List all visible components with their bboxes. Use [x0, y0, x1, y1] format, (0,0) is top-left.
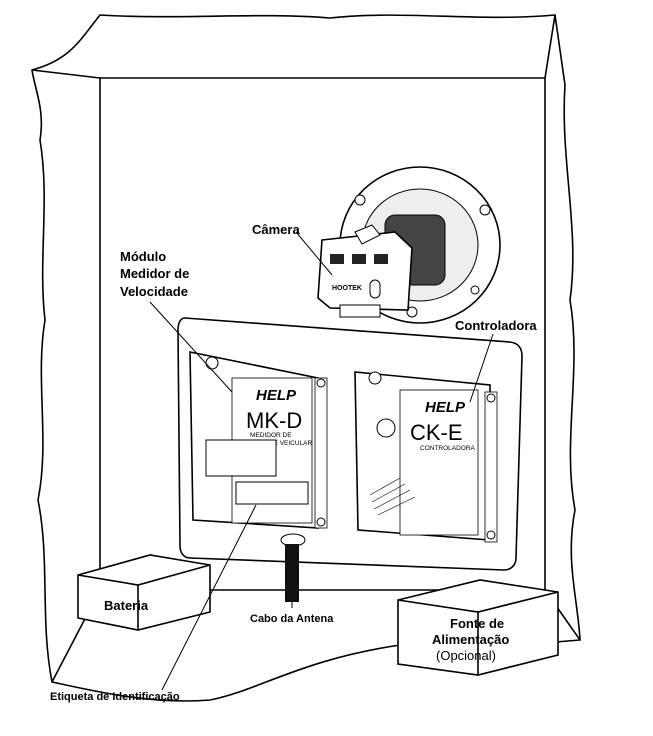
label-speed-module-line1: Módulo: [120, 249, 166, 264]
cke-led: [376, 418, 396, 438]
mkd-desc-line1: MEDIDOR DE: [250, 432, 292, 439]
label-camera: Câmera: [252, 222, 300, 237]
flange-screw-3: [406, 306, 418, 318]
label-power-supply-line3: (Opcional): [436, 648, 496, 663]
antenna-cable: [280, 533, 306, 602]
mkd-hinge-screw-bottom: [316, 517, 326, 527]
cke-hinge: [484, 391, 498, 543]
cke-module: HELP CK-E CONTROLADORA: [354, 371, 498, 543]
camera-port-1: [330, 254, 344, 264]
callout-camera: [295, 231, 333, 276]
callout-lines: [149, 231, 494, 691]
flange-screw-2: [479, 204, 491, 216]
cke-vent-grille: [369, 477, 416, 516]
label-power-supply-line2: Alimentação: [432, 632, 509, 647]
mkd-screw-top: [205, 356, 219, 370]
mkd-brand: HELP: [256, 387, 297, 404]
mkd-model: MK-D: [246, 408, 302, 433]
camera-port-3: [374, 254, 388, 264]
callout-id-label: [161, 504, 257, 691]
label-id-label: Etiqueta de Identificação: [50, 691, 180, 703]
mkd-id-label: [235, 481, 309, 505]
camera-brand: HOOTEK: [332, 285, 362, 292]
cke-hinge-screw-top: [486, 393, 496, 403]
battery-box: [77, 554, 211, 631]
cke-screw-top: [368, 371, 382, 385]
cke-brand: HELP: [425, 399, 466, 416]
cke-hinge-screw-bottom: [486, 530, 496, 540]
cke-desc: CONTROLADORA: [420, 445, 476, 452]
label-speed-module-line2: Medidor de: [120, 266, 189, 281]
label-power-supply-line1: Fonte de: [450, 616, 504, 631]
camera: HOOTEK: [317, 166, 501, 324]
mkd-hinge-screw-top: [316, 378, 326, 388]
camera-connector: [354, 224, 381, 245]
label-antenna-cable: Cabo da Antena: [250, 613, 334, 625]
callout-speed-module: [149, 301, 233, 393]
callout-controller: [469, 333, 494, 403]
label-speed-module-line3: Velocidade: [120, 284, 188, 299]
label-controller: Controladora: [455, 318, 537, 333]
camera-button: [369, 279, 381, 299]
power-supply-box: [397, 579, 559, 676]
label-battery: Bateria: [104, 598, 149, 613]
cke-model: CK-E: [410, 420, 463, 445]
cabinet-edge-top-left: [31, 69, 101, 79]
cke-face-panel: [399, 389, 479, 536]
cabinet-edge-top-right: [544, 14, 556, 79]
camera-mount-foot: [339, 304, 381, 318]
flange-screw-1: [354, 194, 366, 206]
camera-body: [317, 231, 413, 311]
mkd-display: [205, 439, 277, 477]
mkd-module: HELP MK-D MEDIDOR DE VELOCIDADE VEICULAR: [189, 351, 328, 529]
camera-port-2: [352, 254, 366, 264]
mkd-hinge: [314, 377, 328, 529]
flange-screw-4: [470, 285, 480, 295]
antenna-cable-body: [285, 544, 299, 602]
